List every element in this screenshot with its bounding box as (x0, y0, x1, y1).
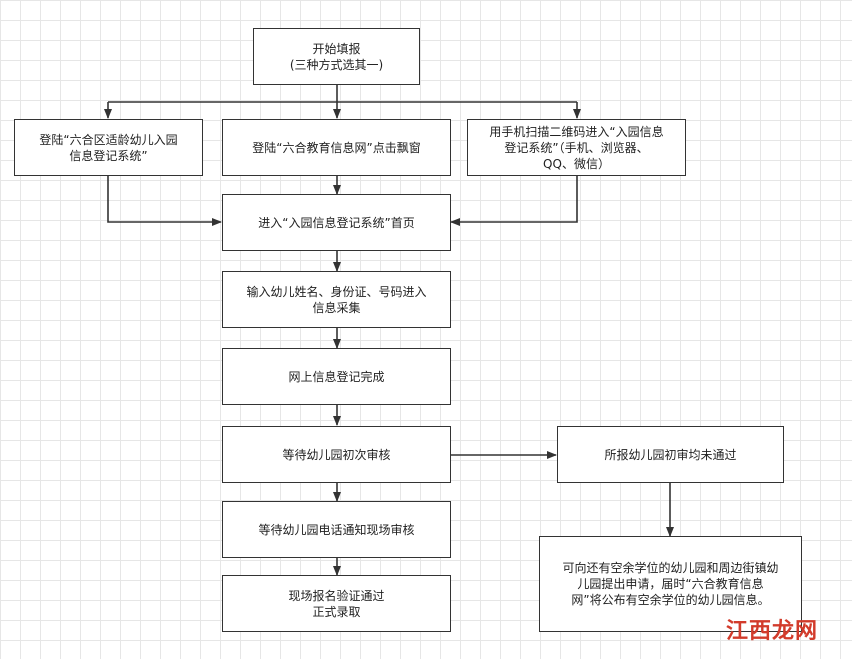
watermark-logo: 江西龙网 (712, 612, 832, 646)
option-a-node: 登陆“六合区适龄幼儿入园 信息登记系统” (14, 119, 203, 176)
first-review-node: 等待幼儿园初次审核 (222, 426, 451, 483)
online-done-node: 网上信息登记完成 (222, 348, 451, 405)
option-b-label: 登陆“六合教育信息网”点击飘窗 (252, 140, 421, 155)
admitted-node: 现场报名验证通过 正式录取 (222, 575, 451, 632)
input-info-node: 输入幼儿姓名、身份证、号码进入 信息采集 (222, 271, 451, 328)
phone-notice-node: 等待幼儿园电话通知现场审核 (222, 501, 451, 558)
homepage-node: 进入“入园信息登记系统”首页 (222, 194, 451, 251)
option-c-label: 用手机扫描二维码进入“入园信息 登记系统”（手机、浏览器、 QQ、微信） (489, 124, 664, 171)
option-a-label: 登陆“六合区适龄幼儿入园 信息登记系统” (39, 132, 178, 163)
rejected-label: 所报幼儿园初审均未通过 (604, 447, 737, 462)
arrow-option-c-to-homepage (450, 176, 578, 226)
phone-notice-label: 等待幼儿园电话通知现场审核 (258, 522, 415, 537)
input-info-label: 输入幼儿姓名、身份证、号码进入 信息采集 (246, 284, 427, 315)
option-c-node: 用手机扫描二维码进入“入园信息 登记系统”（手机、浏览器、 QQ、微信） (467, 119, 686, 176)
arrow-option-a-to-homepage (107, 176, 222, 226)
rejected-node: 所报幼儿园初审均未通过 (557, 426, 784, 483)
homepage-label: 进入“入园信息登记系统”首页 (258, 215, 415, 230)
alternative-label: 可向还有空余学位的幼儿园和周边街镇幼 儿园提出申请，届时“六合教育信息 网”将公… (562, 561, 779, 607)
option-b-node: 登陆“六合教育信息网”点击飘窗 (222, 119, 451, 176)
alternative-node: 可向还有空余学位的幼儿园和周边街镇幼 儿园提出申请，届时“六合教育信息 网”将公… (539, 536, 802, 632)
watermark-text: 江西龙网 (725, 618, 818, 644)
online-done-label: 网上信息登记完成 (288, 369, 385, 384)
start-node: 开始填报 (三种方式选其一) (253, 28, 420, 85)
first-review-label: 等待幼儿园初次审核 (282, 447, 391, 462)
admitted-label: 现场报名验证通过 正式录取 (288, 588, 385, 619)
start-node-label: 开始填报 (三种方式选其一) (289, 41, 384, 72)
